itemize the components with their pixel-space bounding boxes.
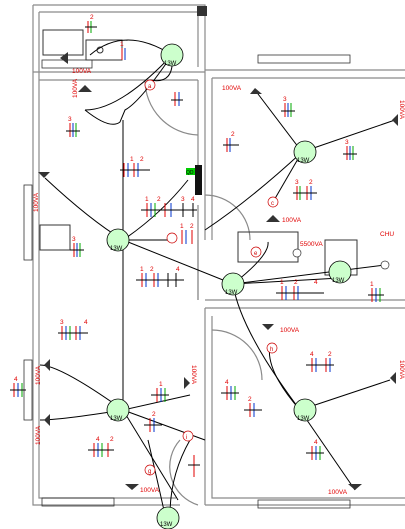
lamp-bath: 13W xyxy=(328,260,352,284)
svg-text:2: 2 xyxy=(157,196,161,203)
walls xyxy=(32,4,405,506)
socket-entry: 100VA xyxy=(125,484,160,494)
svg-text:2: 2 xyxy=(150,266,154,273)
svg-text:100VA: 100VA xyxy=(328,489,348,496)
svg-text:3: 3 xyxy=(60,319,64,326)
svg-text:100VA: 100VA xyxy=(398,360,405,380)
svg-text:3: 3 xyxy=(72,236,76,243)
svg-text:4: 4 xyxy=(14,376,18,383)
svg-text:1: 1 xyxy=(280,279,284,286)
lamps: 13W 13W 13W 13W 13W 13W 13W 13W xyxy=(106,43,352,529)
shower-label: CHU xyxy=(380,231,394,238)
svg-text:2: 2 xyxy=(248,396,252,403)
svg-text:100VA: 100VA xyxy=(280,327,300,334)
socket-bed2-right: 100VA xyxy=(390,360,405,384)
socket-bed1-top: 100VA xyxy=(222,85,262,94)
svg-text:2: 2 xyxy=(294,279,298,286)
svg-text:100VA: 100VA xyxy=(35,365,42,385)
svg-text:2: 2 xyxy=(309,179,313,186)
svg-text:4: 4 xyxy=(310,351,314,358)
doors xyxy=(144,79,263,506)
svg-text:3: 3 xyxy=(345,139,349,146)
panel-board: QD xyxy=(186,165,202,195)
socket-dining-mid: 100VA xyxy=(184,365,197,389)
svg-text:1: 1 xyxy=(120,41,124,48)
svg-text:4: 4 xyxy=(314,279,318,286)
socket-bed2-bottom: 100VA xyxy=(328,484,362,496)
svg-text:13W: 13W xyxy=(160,522,173,528)
socket-dining-left1: 100VA xyxy=(35,359,50,385)
svg-text:4: 4 xyxy=(225,379,229,386)
sockets: 100VA 100VA 100VA 100VA 100VA 100VA 100V… xyxy=(33,52,405,496)
svg-text:2: 2 xyxy=(140,156,144,163)
lamp-kitchen: 13W xyxy=(160,43,184,67)
svg-text:2: 2 xyxy=(152,411,156,418)
svg-text:2: 2 xyxy=(231,131,235,138)
svg-text:1: 1 xyxy=(159,381,163,388)
svg-text:1: 1 xyxy=(370,281,374,288)
svg-text:a: a xyxy=(148,84,152,90)
svg-text:3: 3 xyxy=(295,179,299,186)
svg-text:4: 4 xyxy=(84,319,88,326)
svg-text:4: 4 xyxy=(191,196,195,203)
svg-text:13W: 13W xyxy=(164,61,177,67)
svg-text:100VA: 100VA xyxy=(72,78,79,98)
socket-hall-upper: 100VA xyxy=(266,215,302,224)
svg-text:3: 3 xyxy=(68,116,72,123)
svg-text:4: 4 xyxy=(314,439,318,446)
socket-living-left: 100VA xyxy=(33,172,50,212)
svg-text:3: 3 xyxy=(181,196,185,203)
svg-text:4: 4 xyxy=(96,436,100,443)
lamp-bedroom2: 13W xyxy=(293,398,317,422)
svg-text:1: 1 xyxy=(130,156,134,163)
svg-text:100VA: 100VA xyxy=(190,365,197,385)
switches: a c e h i g xyxy=(144,79,390,476)
svg-text:i: i xyxy=(186,435,187,441)
svg-text:100VA: 100VA xyxy=(33,192,40,212)
svg-text:100VA: 100VA xyxy=(72,68,92,75)
lamp-dining: 13W xyxy=(106,398,130,422)
oven-label: 5500VA xyxy=(300,241,323,248)
svg-text:g: g xyxy=(148,469,151,475)
svg-text:13W: 13W xyxy=(297,416,310,422)
svg-text:13W: 13W xyxy=(110,246,123,252)
socket-dining-left2: 100VA xyxy=(35,414,50,445)
socket-bed1-right: 100VA xyxy=(392,100,405,126)
svg-text:13W: 13W xyxy=(110,416,123,422)
lamp-outside: 13W xyxy=(156,506,180,529)
svg-text:2: 2 xyxy=(328,351,332,358)
svg-text:h: h xyxy=(270,347,273,353)
svg-text:4: 4 xyxy=(176,266,180,273)
svg-text:100VA: 100VA xyxy=(222,85,242,92)
socket-kitchen: 100VA xyxy=(60,52,92,75)
socket-hall-lower: 100VA xyxy=(262,324,300,334)
svg-text:100VA: 100VA xyxy=(398,100,405,120)
svg-text:2: 2 xyxy=(110,436,114,443)
lamp-hall: 13W xyxy=(221,272,245,296)
svg-text:13W: 13W xyxy=(297,158,310,164)
socket-kitchen-left: 100VA xyxy=(72,78,92,98)
svg-text:c: c xyxy=(271,201,274,207)
windows xyxy=(23,54,351,509)
svg-text:100VA: 100VA xyxy=(140,487,160,494)
svg-text:QD: QD xyxy=(186,170,194,176)
svg-text:1: 1 xyxy=(180,223,184,230)
svg-text:13W: 13W xyxy=(332,278,345,284)
svg-text:13W: 13W xyxy=(225,290,238,296)
svg-text:100VA: 100VA xyxy=(282,217,302,224)
svg-text:3: 3 xyxy=(283,96,287,103)
circuit-marks: 2 1 3 1 2 3 3 xyxy=(10,14,384,477)
svg-text:e: e xyxy=(254,251,258,257)
svg-text:2: 2 xyxy=(190,223,194,230)
svg-text:1: 1 xyxy=(140,266,144,273)
svg-text:1: 1 xyxy=(145,196,149,203)
svg-text:2: 2 xyxy=(90,14,94,21)
lamp-living: 13W xyxy=(106,228,130,252)
lamp-bedroom1: 13W xyxy=(293,140,317,164)
svg-text:100VA: 100VA xyxy=(35,425,42,445)
